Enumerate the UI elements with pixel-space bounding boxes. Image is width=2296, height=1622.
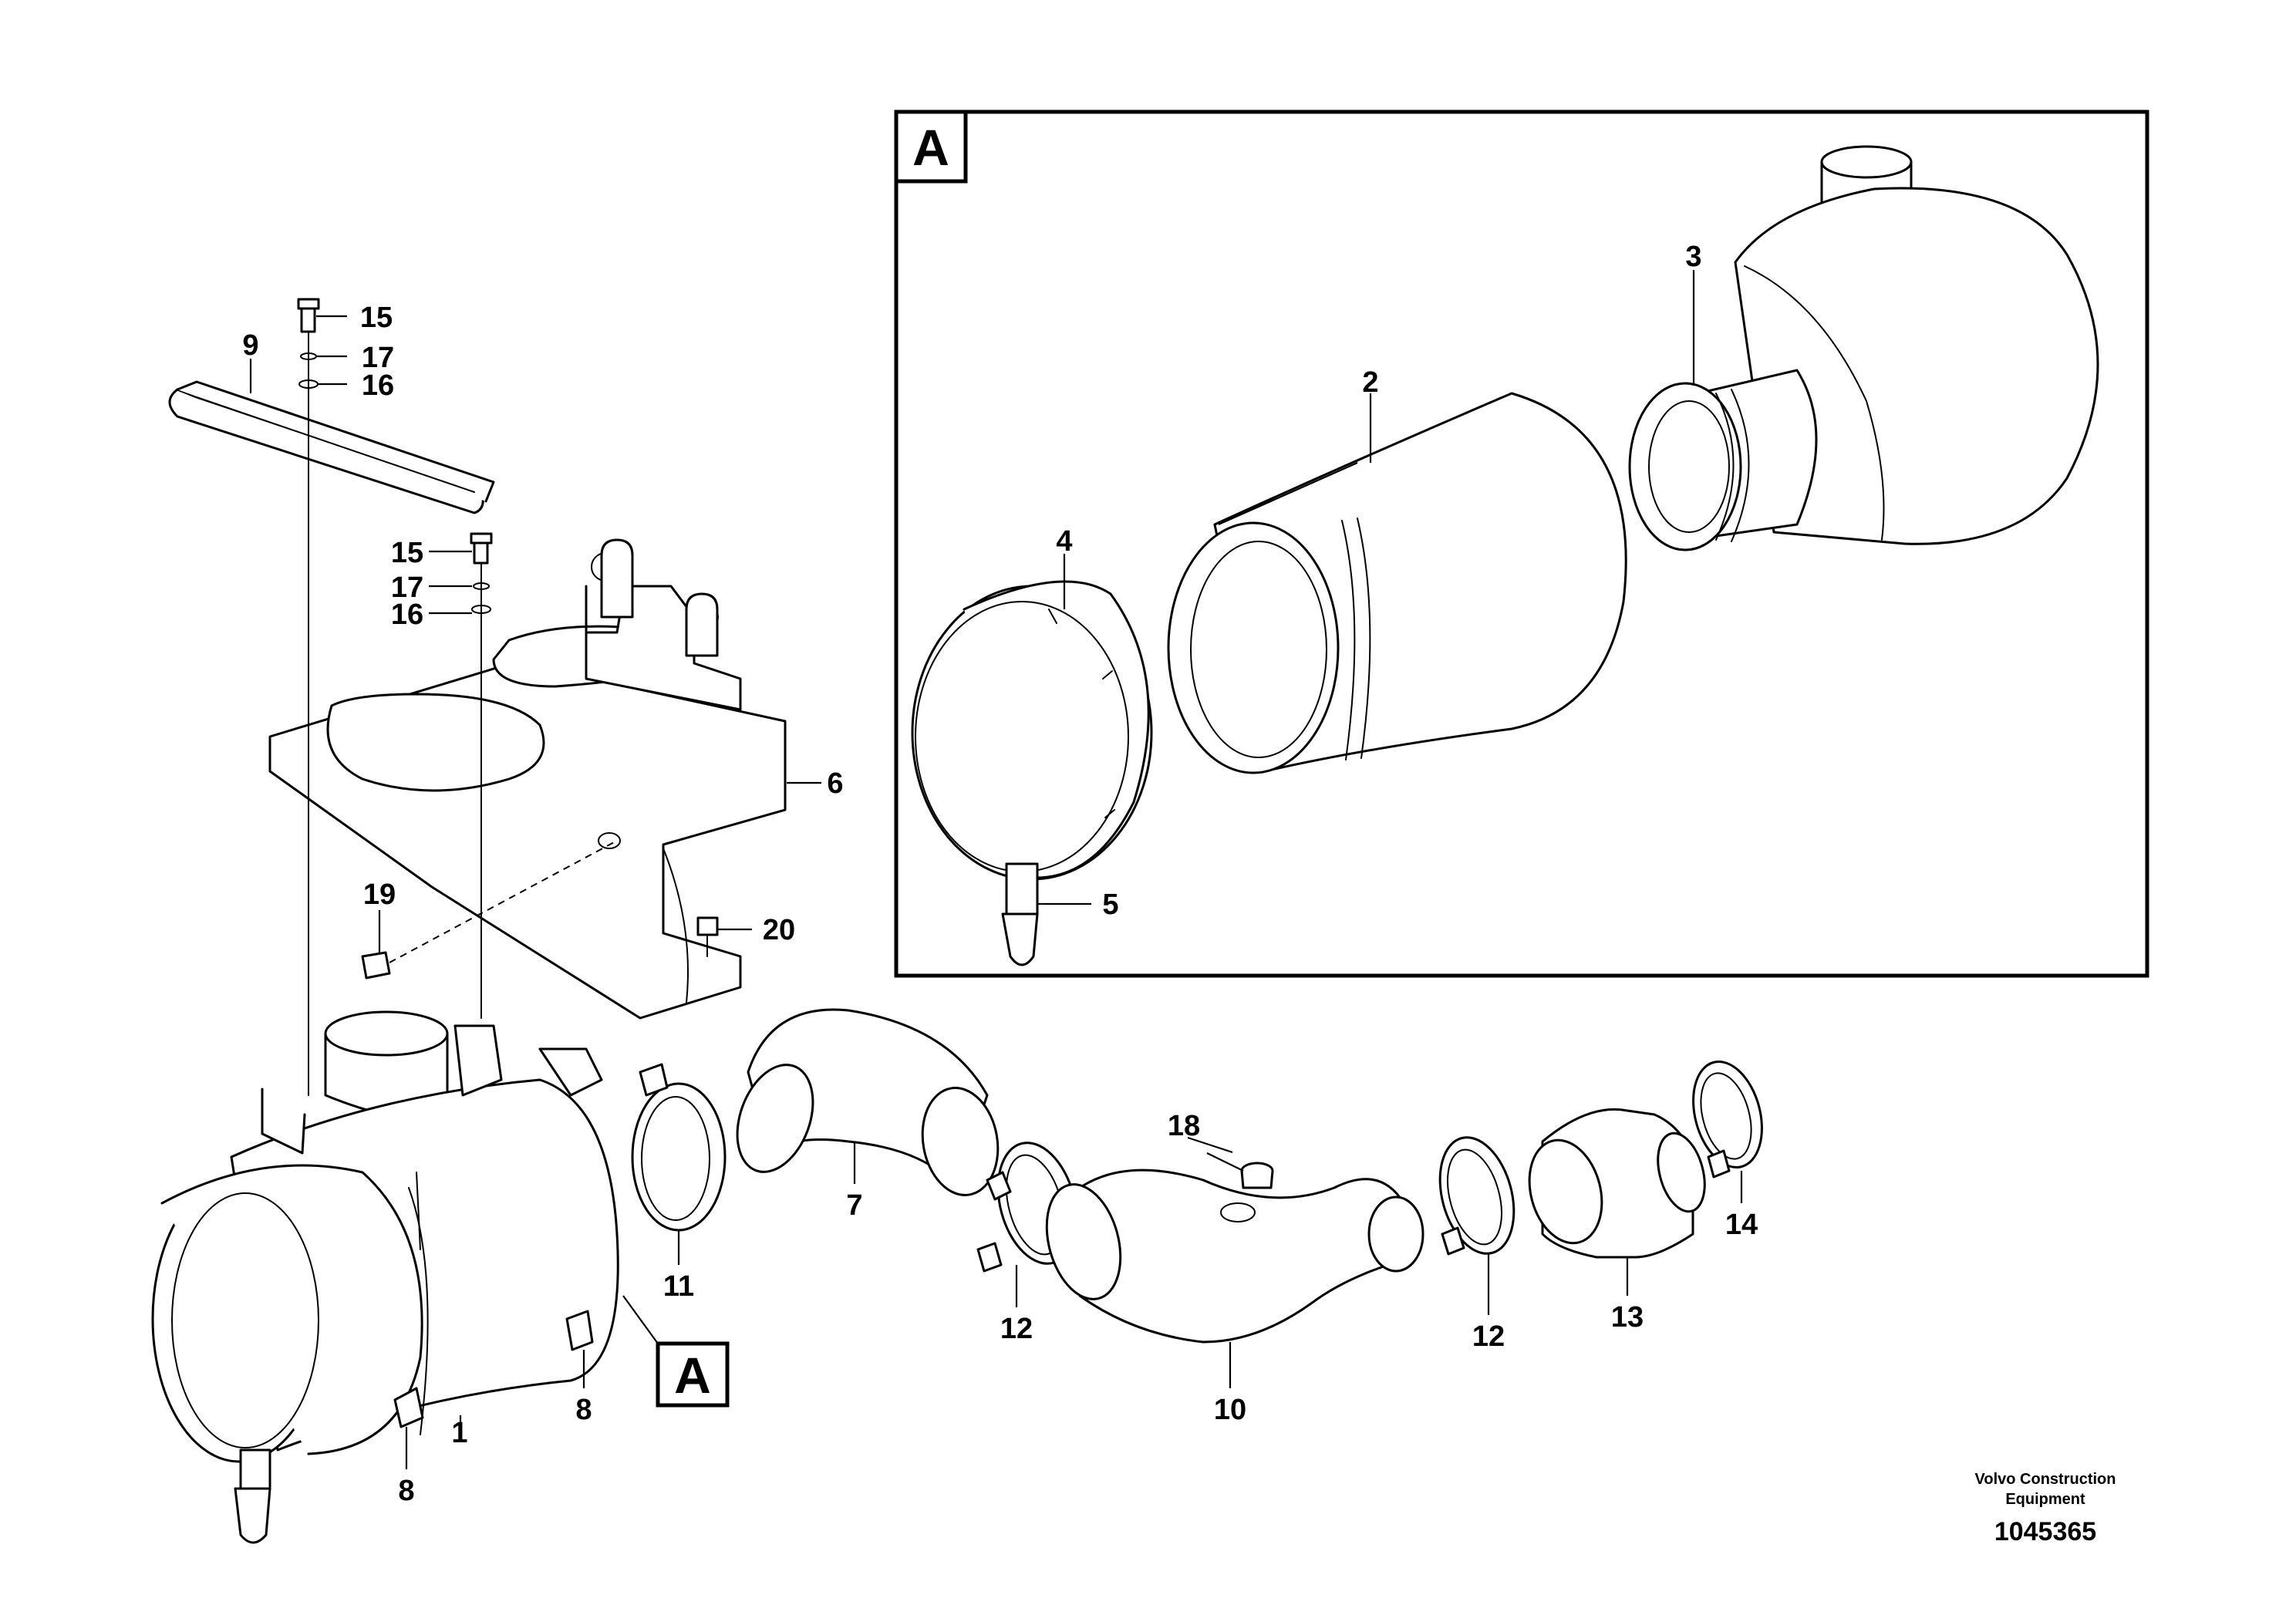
reducer-part-13 (1528, 1108, 1706, 1259)
callout-13: 13 (1611, 1301, 1644, 1334)
callout-10: 10 (1214, 1394, 1246, 1426)
document-number: 1045365 (1994, 1517, 2096, 1546)
plug-part-18 (1240, 1162, 1274, 1189)
callout-8-left: 8 (398, 1475, 414, 1507)
callout-15-lower: 15 (391, 537, 423, 569)
hose-part-10 (1045, 1168, 1424, 1344)
detail-a-reference: A (622, 1295, 730, 1408)
detail-a-reference-letter: A (674, 1347, 711, 1404)
detail-safety-filter (1628, 369, 1818, 551)
callout-6: 6 (827, 767, 843, 800)
callout-17-lower: 17 (391, 572, 423, 604)
hose-clamp-part-14 (1692, 1061, 1763, 1179)
elbow-hose-part-7 (736, 1008, 1000, 1196)
company-name-line-2: Equipment (2005, 1491, 2085, 1508)
fastener-stack-lower (470, 532, 493, 1019)
handle-part-9 (168, 380, 495, 514)
callout-18: 18 (1168, 1110, 1200, 1142)
hose-clamp-part-11 (631, 1063, 727, 1232)
detail-filter-element-part-2 (1167, 392, 1627, 774)
mounting-clip-left (393, 1387, 424, 1428)
callout-7: 7 (846, 1189, 862, 1222)
fastener-stack-upper (297, 298, 320, 1096)
detail-a-frame: A (894, 110, 2149, 978)
callout-15-upper: 15 (360, 302, 393, 334)
air-filter-assembly-part-1 (151, 1010, 619, 1544)
callout-4: 4 (1056, 525, 1072, 558)
callout-12-left: 12 (1000, 1313, 1033, 1345)
callout-19: 19 (363, 878, 396, 911)
callout-labels: 1 2 3 4 5 6 7 8 8 9 10 11 12 12 13 14 15… (242, 241, 1758, 1507)
detail-a-letter: A (912, 119, 949, 176)
detail-cover-part-4 (911, 580, 1153, 881)
detail-housing-part-3 (1734, 145, 2099, 545)
callout-14: 14 (1725, 1209, 1758, 1241)
callout-2: 2 (1362, 366, 1378, 399)
company-name-line-1: Volvo Construction (1975, 1471, 2116, 1488)
callout-5: 5 (1102, 889, 1118, 921)
callout-1: 1 (451, 1417, 467, 1449)
mounting-bracket-part-6 (268, 538, 787, 1020)
detail-a-label-box (894, 110, 968, 184)
callout-9: 9 (242, 329, 258, 362)
mounting-clip-right (565, 1310, 594, 1351)
callout-20: 20 (763, 914, 795, 946)
callout-16-upper: 16 (362, 369, 394, 402)
callout-12-right: 12 (1472, 1320, 1505, 1353)
bolt-part-20 (696, 916, 719, 957)
callout-8-right: 8 (575, 1394, 592, 1426)
footer-block: Volvo Construction Equipment 1045365 (1975, 1471, 2116, 1546)
callout-11: 11 (663, 1270, 694, 1303)
callout-16-lower: 16 (391, 599, 423, 631)
callout-17-upper: 17 (362, 342, 394, 374)
hose-clamp-part-12-right (1438, 1136, 1515, 1256)
detail-drain-valve-part-5 (1001, 862, 1039, 966)
bolt-part-19 (361, 840, 618, 980)
callout-3: 3 (1685, 241, 1701, 273)
leader-lines (249, 270, 1743, 1469)
